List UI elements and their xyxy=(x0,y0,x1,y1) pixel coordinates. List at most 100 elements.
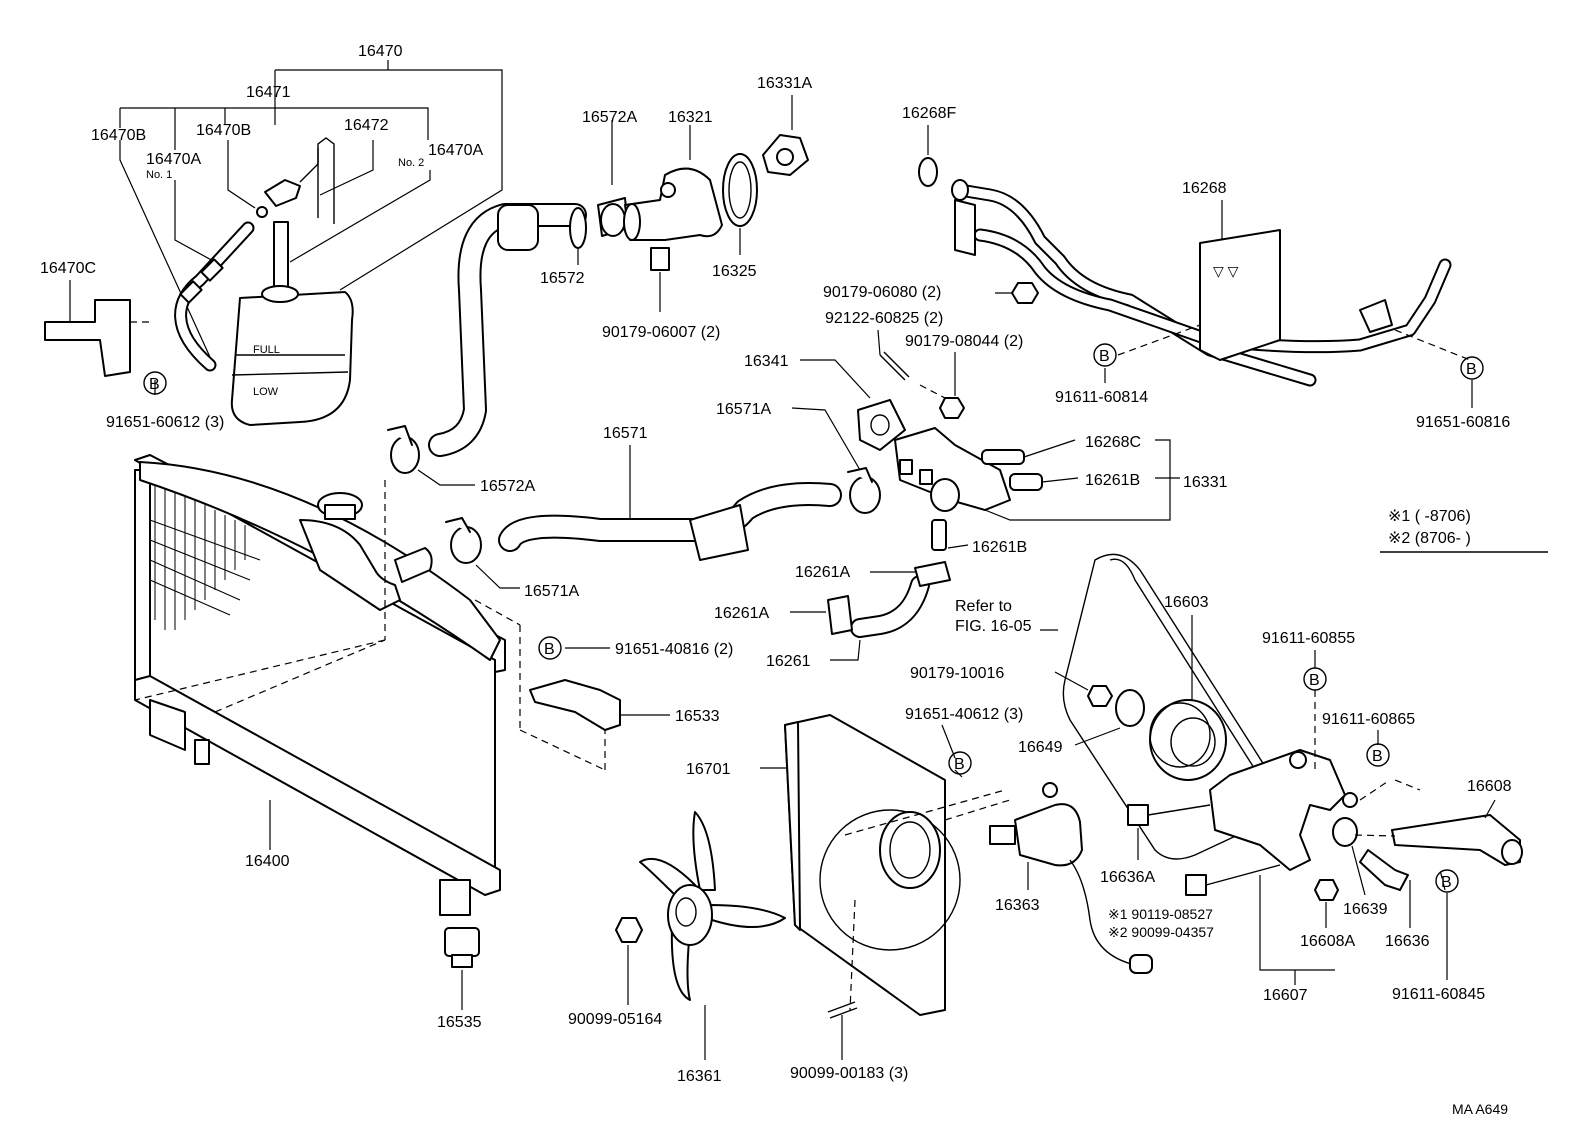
label-16268: 16268 xyxy=(1182,180,1227,197)
label-16608: 16608 xyxy=(1467,778,1512,795)
bolt-reference-markers: B B B B B B B B xyxy=(143,343,1484,893)
nut-icon xyxy=(939,397,965,419)
label-91611-60814: 91611-60814 xyxy=(1055,389,1148,406)
water-bypass-pipe-group: ▽ ▽ xyxy=(918,125,1473,408)
label-91651-40816: 91651-40816 (2) xyxy=(615,641,733,658)
bushing-16639 xyxy=(1332,817,1358,847)
pulley-bracket xyxy=(1209,749,1346,871)
label-16571A: 16571A xyxy=(716,401,771,418)
nut-icon xyxy=(1011,282,1039,304)
label-16470B: 16470B xyxy=(91,127,146,144)
marker-b: B xyxy=(1099,348,1110,365)
gasket-16341 xyxy=(857,399,906,451)
label-90099-00183: 90099-00183 (3) xyxy=(790,1065,908,1082)
screw-icon xyxy=(827,1001,856,1013)
label-16572A: 16572A xyxy=(582,109,637,126)
label-92122-60825: 92122-60825 (2) xyxy=(825,310,943,327)
adjusting-bolt xyxy=(1359,849,1409,891)
label-16363: 16363 xyxy=(995,897,1040,914)
label-91651-40612: 91651-40612 (3) xyxy=(905,706,1023,723)
label-alt-bolt-2: ※2 90099-04357 xyxy=(1108,924,1214,940)
hose-clamp-icon xyxy=(849,476,881,514)
label-16261A: 16261A xyxy=(714,605,769,622)
fan-assembly-group xyxy=(615,714,1153,1060)
marker-b-icon xyxy=(1303,667,1327,691)
label-alt-bolt-1: ※1 90119-08527 xyxy=(1108,906,1213,922)
nut-icon xyxy=(1314,879,1339,901)
label-16701: 16701 xyxy=(686,761,731,778)
bolt-icon xyxy=(1127,804,1149,826)
marker-b: B xyxy=(954,756,965,773)
label-no1: No. 1 xyxy=(146,169,172,181)
marker-b-icon xyxy=(143,371,167,395)
label-16268F: 16268F xyxy=(902,105,956,122)
label-16639: 16639 xyxy=(1343,901,1388,918)
figure-code: MA A649 xyxy=(1452,1101,1508,1117)
label-16636A: 16636A xyxy=(1100,869,1155,886)
label-16268C: 16268C xyxy=(1085,434,1141,451)
marker-b-icon xyxy=(1093,343,1117,367)
tank-full-mark: FULL xyxy=(253,344,280,356)
note-1: ※1 ( -8706) xyxy=(1388,508,1471,525)
part-labels: 16470 16471 16472 16470B 16470B 16470A N… xyxy=(40,43,1512,1117)
bracket-arrow: ▽ ▽ xyxy=(1213,263,1239,279)
label-16572A: 16572A xyxy=(480,478,535,495)
fan-drive-group xyxy=(1054,551,1548,985)
label-91651-60612: 91651-60612 (3) xyxy=(106,414,224,431)
label-90099-05164: 90099-05164 xyxy=(568,1011,662,1028)
marker-b: B xyxy=(1466,361,1477,378)
label-16533: 16533 xyxy=(675,708,720,725)
fan-motor xyxy=(1014,803,1083,867)
label-no2: No. 2 xyxy=(398,157,424,169)
label-91611-60845: 91611-60845 xyxy=(1392,986,1485,1003)
pipe-bracket xyxy=(1199,229,1281,361)
tank-low-mark: LOW xyxy=(253,386,279,398)
reservoir-bracket xyxy=(44,299,131,377)
gasket-16325 xyxy=(722,153,758,227)
label-16261A: 16261A xyxy=(795,564,850,581)
label-16470: 16470 xyxy=(358,43,403,60)
marker-b-icon xyxy=(948,751,972,775)
label-90179-06007: 90179-06007 (2) xyxy=(602,324,720,341)
reservoir-tank-group: FULL LOW xyxy=(44,60,503,426)
reservoir-pipe xyxy=(273,221,289,291)
hose-clip-icon xyxy=(256,206,268,218)
label-16470C: 16470C xyxy=(40,260,96,277)
label-90179-10016: 90179-10016 xyxy=(910,665,1004,682)
label-16321: 16321 xyxy=(668,109,713,126)
water-inlet xyxy=(894,427,1011,511)
hose-16261B xyxy=(1009,473,1043,491)
marker-b-icon xyxy=(538,636,562,660)
label-91651-60816: 91651-60816 xyxy=(1416,414,1510,431)
hose-clamp-icon xyxy=(827,595,853,635)
label-16361: 16361 xyxy=(677,1068,722,1085)
marker-b: B xyxy=(1441,874,1452,891)
note-2: ※2 (8706- ) xyxy=(1388,530,1471,547)
marker-b: B xyxy=(1309,672,1320,689)
refer-note-line2: FIG. 16-05 xyxy=(955,618,1032,635)
label-16608A: 16608A xyxy=(1300,933,1355,950)
label-16607: 16607 xyxy=(1263,987,1308,1004)
label-16400: 16400 xyxy=(245,853,290,870)
hose-clamp-icon xyxy=(390,436,420,474)
label-16649: 16649 xyxy=(1018,739,1063,756)
label-16261B: 16261B xyxy=(1085,472,1140,489)
label-16535: 16535 xyxy=(437,1014,482,1031)
label-16470B: 16470B xyxy=(196,122,251,139)
label-16261: 16261 xyxy=(766,653,811,670)
adjusting-strut xyxy=(1391,814,1521,866)
o-ring-16268F xyxy=(918,157,938,187)
label-90179-08044: 90179-08044 (2) xyxy=(905,333,1023,350)
label-16571: 16571 xyxy=(603,425,648,442)
marker-b: B xyxy=(149,376,160,393)
label-16470A: 16470A xyxy=(146,151,201,168)
label-16261B: 16261B xyxy=(972,539,1027,556)
label-90179-06080: 90179-06080 (2) xyxy=(823,284,941,301)
label-91611-60855: 91611-60855 xyxy=(1262,630,1355,647)
marker-b: B xyxy=(544,641,555,658)
water-outlet xyxy=(624,167,723,241)
label-16331: 16331 xyxy=(1183,474,1228,491)
label-16603: 16603 xyxy=(1164,594,1209,611)
upper-hose-group xyxy=(387,95,809,486)
